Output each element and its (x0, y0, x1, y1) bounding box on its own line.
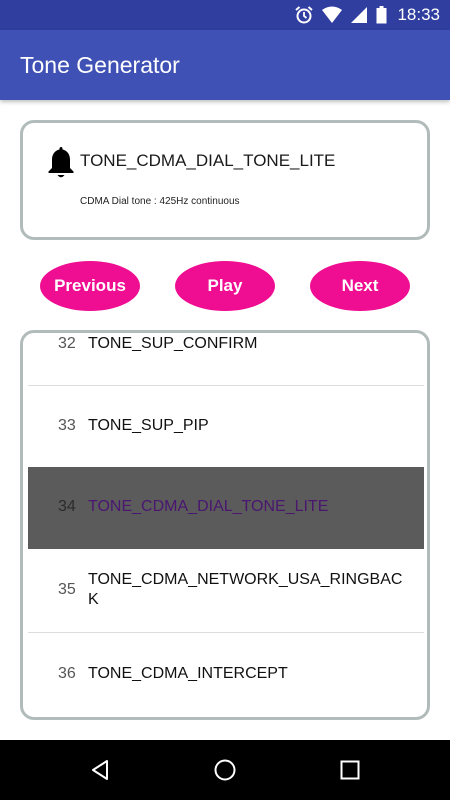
list-item-number: 36 (58, 665, 76, 682)
status-icons: 18:33 (294, 0, 440, 30)
clock-time: 18:33 (397, 5, 440, 24)
alarm-icon (295, 6, 314, 24)
current-tone-name: TONE_CDMA_DIAL_TONE_LITE (80, 151, 336, 170)
previous-button[interactable]: Previous (40, 261, 140, 311)
list-item[interactable]: 35 TONE_CDMA_NETWORK_USA_RINGBACK (28, 549, 424, 633)
play-button[interactable]: Play (175, 261, 275, 311)
back-icon[interactable] (88, 758, 112, 782)
signal-icon (351, 7, 368, 23)
list-item[interactable]: 36 TONE_CDMA_INTERCEPT (28, 634, 424, 717)
status-bar: 18:33 (0, 0, 450, 30)
list-item-number: 32 (58, 335, 76, 352)
home-icon[interactable] (213, 758, 237, 782)
navigation-bar (0, 740, 450, 800)
wifi-icon (322, 6, 343, 23)
list-item[interactable]: 33 TONE_SUP_PIP (28, 386, 424, 468)
battery-icon (376, 6, 387, 24)
recents-icon[interactable] (338, 758, 362, 782)
current-tone-description: CDMA Dial tone : 425Hz continuous (80, 196, 240, 207)
list-item-number: 35 (58, 581, 76, 598)
list-item-label: TONE_SUP_CONFIRM (88, 335, 258, 352)
list-item-number: 33 (58, 417, 76, 434)
list-item[interactable]: 32 TONE_SUP_CONFIRM (28, 333, 424, 386)
list-item-label: TONE_CDMA_DIAL_TONE_LITE (88, 498, 329, 515)
bell-icon (48, 147, 74, 178)
current-tone-card: TONE_CDMA_DIAL_TONE_LITE CDMA Dial tone … (20, 120, 430, 240)
list-item-number: 34 (58, 498, 76, 515)
list-item-label: TONE_CDMA_NETWORK_USA_RINGBACK (88, 571, 403, 608)
list-item-selected[interactable]: 34 TONE_CDMA_DIAL_TONE_LITE (28, 467, 424, 549)
list-item-label: TONE_CDMA_INTERCEPT (88, 665, 288, 682)
app-bar: Tone Generator (0, 30, 450, 100)
list-item-label: TONE_SUP_PIP (88, 417, 209, 434)
next-button[interactable]: Next (310, 261, 410, 311)
app-title: Tone Generator (20, 52, 180, 78)
tone-list[interactable]: 32 TONE_SUP_CONFIRM 33 TONE_SUP_PIP 34 T… (20, 330, 430, 720)
